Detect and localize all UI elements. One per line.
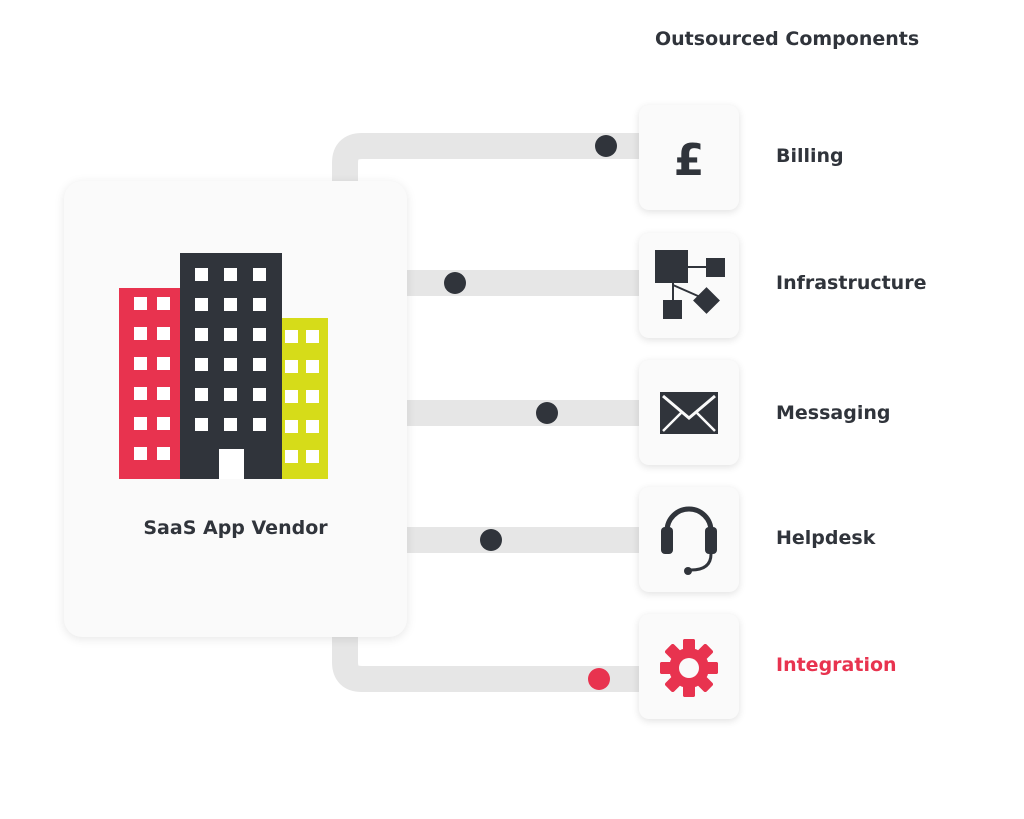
connector-messaging	[406, 400, 640, 426]
headset-icon	[661, 506, 717, 575]
gear-icon	[660, 639, 718, 697]
connector-billing	[332, 133, 640, 181]
svg-text:£: £	[674, 135, 705, 186]
vendor-label: SaaS App Vendor	[143, 517, 328, 539]
connector-dot-infrastructure	[444, 272, 466, 294]
pound-sign-icon: £	[674, 135, 705, 186]
connector-helpdesk	[406, 527, 640, 553]
helpdesk-box[interactable]	[639, 487, 739, 592]
connector-infrastructure	[406, 270, 640, 296]
network-nodes-icon	[655, 250, 725, 319]
envelope-icon	[660, 392, 718, 434]
infrastructure-box[interactable]	[639, 233, 739, 338]
connector-integration	[332, 637, 640, 692]
messaging-box[interactable]	[639, 360, 739, 465]
billing-label: Billing	[776, 145, 844, 167]
office-buildings-icon	[119, 253, 328, 479]
connector-dot-integration	[588, 668, 610, 690]
integration-box[interactable]	[639, 614, 739, 719]
connector-dot-billing	[595, 135, 617, 157]
connector-dot-messaging	[536, 402, 558, 424]
connector-dot-helpdesk	[480, 529, 502, 551]
vendor-card: SaaS App Vendor	[64, 181, 407, 637]
helpdesk-label: Helpdesk	[776, 527, 876, 549]
integration-label: Integration	[776, 654, 897, 676]
infrastructure-label: Infrastructure	[776, 272, 927, 294]
billing-box[interactable]: £	[639, 105, 739, 210]
diagram-heading: Outsourced Components	[655, 28, 920, 50]
messaging-label: Messaging	[776, 402, 891, 424]
